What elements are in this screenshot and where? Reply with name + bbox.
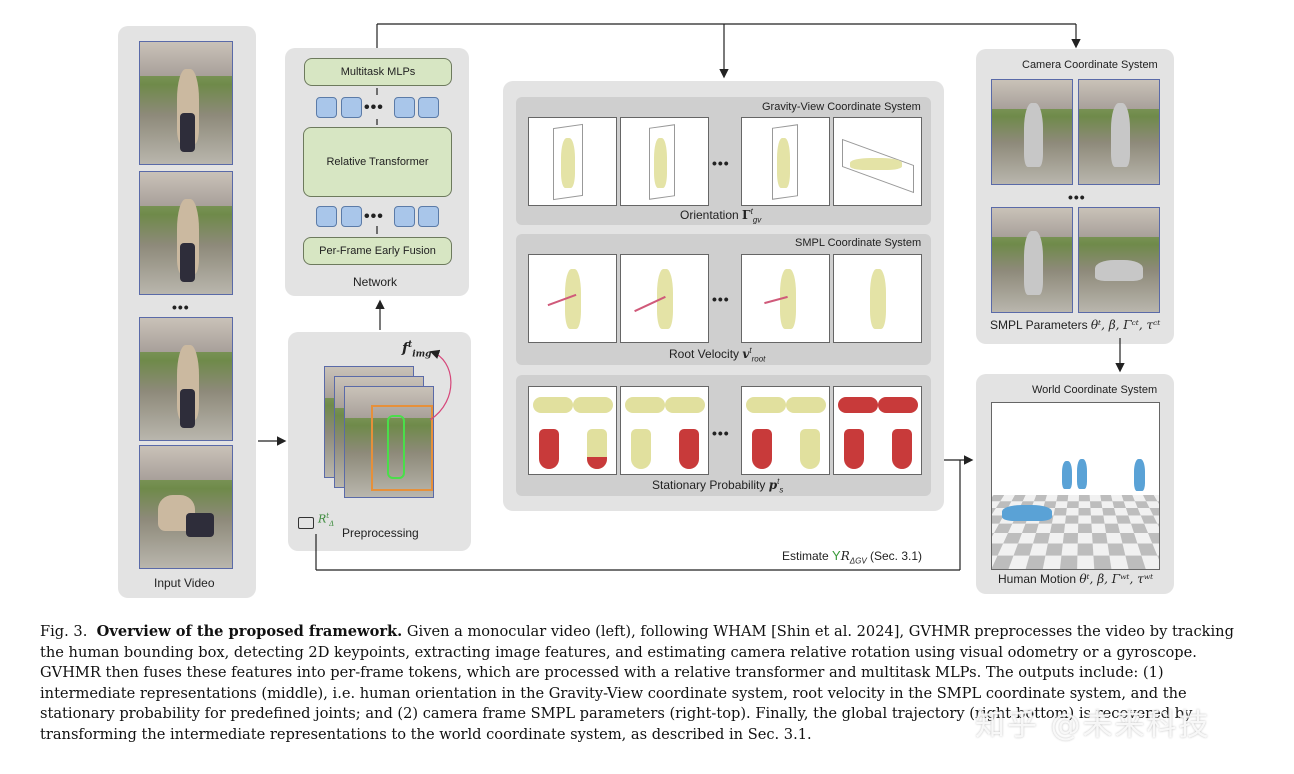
human-figure	[1002, 505, 1052, 521]
stat-frame-2	[620, 386, 709, 475]
camera-frame-4	[1078, 207, 1160, 313]
smpl-frame-1	[528, 254, 617, 343]
root-velocity-symbol: v	[742, 347, 750, 361]
camera-frame-2	[1078, 79, 1160, 185]
token	[341, 97, 362, 118]
token	[316, 206, 337, 227]
smpl-params-caption: SMPL Parameters θᵗ, β, Γᶜᵗ, τᶜᵗ	[990, 318, 1160, 332]
network-label: Network	[353, 275, 398, 289]
gv-frame-2	[620, 117, 709, 206]
figure-caption: Fig. 3. Overview of the proposed framewo…	[40, 622, 1262, 745]
input-frame-1	[139, 41, 233, 165]
human-figure	[1134, 459, 1145, 491]
estimate-ref: (Sec. 3.1)	[866, 549, 923, 563]
human-motion-prefix: Human Motion	[998, 572, 1080, 586]
image-feature-symbol: f	[402, 340, 409, 357]
human-figure	[1077, 459, 1087, 489]
token	[316, 97, 337, 118]
orientation-symbol: Γ	[742, 208, 751, 222]
smpl-params-math: θᵗ, β, Γᶜᵗ, τᶜᵗ	[1090, 318, 1161, 332]
stat-frame-3	[741, 386, 830, 475]
preprocessing-label: Preprocessing	[342, 526, 419, 540]
input-video-label: Input Video	[154, 576, 215, 590]
preproc-stack-front	[344, 386, 434, 498]
input-ellipsis: •••	[172, 299, 190, 315]
smpl-frame-3	[741, 254, 830, 343]
human-figure	[1062, 461, 1072, 489]
gv-frame-4	[833, 117, 922, 206]
stationary-sup: t	[777, 477, 780, 486]
caption-body: Given a monocular video (left), followin…	[40, 623, 1234, 743]
gv-frame-1	[528, 117, 617, 206]
early-fusion-box: Per-Frame Early Fusion	[303, 237, 452, 265]
token-ellipsis: •••	[364, 99, 384, 116]
stationary-sub: s	[779, 485, 784, 495]
gravity-view-title: Gravity-View Coordinate System	[762, 101, 921, 113]
rotation-symbol: R	[318, 512, 327, 526]
root-velocity-sup: t	[749, 346, 752, 355]
root-velocity-caption: Root Velocity vtroot	[669, 346, 765, 363]
token	[394, 97, 415, 118]
relative-transformer-box: Relative Transformer	[303, 127, 452, 197]
token	[341, 206, 362, 227]
multitask-mlps-box: Multitask MLPs	[304, 58, 452, 86]
gv-frame-3	[741, 117, 830, 206]
rotation-sub: Δ	[329, 519, 335, 528]
stationary-symbol: p	[768, 478, 778, 492]
smpl-frame-4	[833, 254, 922, 343]
world-title: World Coordinate System	[1032, 384, 1158, 396]
caption-title: Overview of the proposed framework.	[96, 623, 403, 640]
token-ellipsis: •••	[364, 208, 384, 225]
camera-icon	[298, 517, 314, 529]
stationary-prefix: Stationary Probability	[652, 478, 769, 492]
root-velocity-prefix: Root Velocity	[669, 347, 743, 361]
token	[418, 97, 439, 118]
estimate-prefix: Estimate	[782, 549, 833, 563]
estimate-symbol: R	[840, 549, 850, 563]
flow-arrows	[258, 23, 1125, 571]
input-frame-2	[139, 171, 233, 295]
input-frame-4	[139, 445, 233, 569]
camera-frame-1	[991, 79, 1073, 185]
camera-frame-3	[991, 207, 1073, 313]
orientation-caption: Orientation Γtgv	[680, 207, 761, 224]
orientation-prefix: Orientation	[680, 208, 743, 222]
estimate-sub: ΔGV	[849, 556, 867, 566]
caption-fig-number: Fig. 3.	[40, 623, 88, 640]
rotation-sup: t	[326, 512, 330, 520]
stat-frame-1	[528, 386, 617, 475]
stat-frame-4	[833, 386, 922, 475]
image-feature-label: ftimg	[402, 340, 431, 359]
estimate-label: Estimate YRΔGV (Sec. 3.1)	[782, 548, 922, 565]
image-feature-sub: img	[412, 349, 432, 360]
token	[394, 206, 415, 227]
stationary-caption: Stationary Probability pts	[652, 477, 783, 494]
stat-ellipsis: •••	[712, 425, 730, 441]
relative-rotation-label: RtΔ	[318, 512, 334, 528]
smpl-ellipsis: •••	[712, 291, 730, 307]
orientation-sub: gv	[752, 215, 762, 225]
human-motion-math: θᵗ, β, Γʷᵗ, τʷᵗ	[1079, 572, 1154, 586]
smpl-frame-2	[620, 254, 709, 343]
camera-title: Camera Coordinate System	[1022, 59, 1158, 71]
orientation-sup: t	[750, 207, 753, 216]
smpl-params-prefix: SMPL Parameters	[990, 318, 1091, 332]
smpl-title: SMPL Coordinate System	[795, 237, 922, 249]
world-render	[991, 402, 1160, 570]
image-feature-sup: t	[408, 340, 413, 350]
root-velocity-sub: root	[751, 354, 766, 364]
gyroscope-icon: Y	[832, 548, 841, 563]
gv-ellipsis: •••	[712, 155, 730, 171]
input-frame-3	[139, 317, 233, 441]
watermark: 知乎 @未来科技	[975, 708, 1211, 743]
human-motion-caption: Human Motion θᵗ, β, Γʷᵗ, τʷᵗ	[998, 572, 1153, 586]
token	[418, 206, 439, 227]
camera-ellipsis: •••	[1068, 189, 1086, 205]
